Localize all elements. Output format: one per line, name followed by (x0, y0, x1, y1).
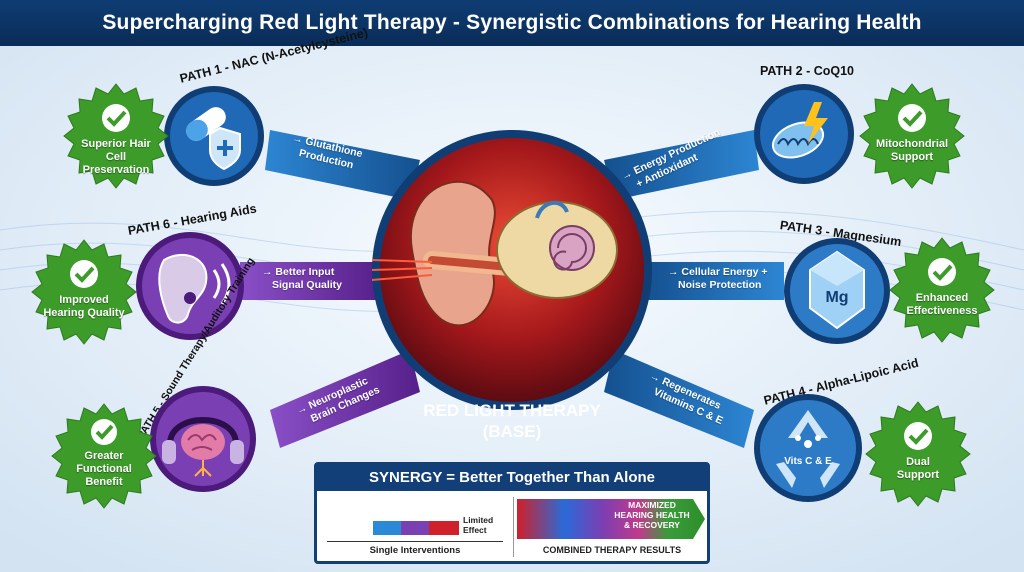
hearing-aid-icon (136, 232, 244, 340)
center-red-light-therapy (372, 130, 652, 410)
ear-anatomy-icon (372, 180, 618, 327)
synergy-panel: SYNERGY = Better Together Than Alone Lim… (314, 462, 710, 564)
single-interventions-label: Single Interventions (369, 545, 461, 556)
path3-connector-text: → Cellular Energy +Noise Protection (668, 266, 768, 291)
brain-headphones-icon (150, 386, 256, 492)
center-label: RED LIGHT THERAPY (BASE) (380, 400, 644, 442)
vits-ce-text: Vits C & E (784, 456, 832, 467)
capsule-shield-icon (164, 86, 264, 186)
check-icon (908, 428, 929, 445)
check-icon (932, 264, 953, 281)
mg-symbol: Mg (825, 289, 848, 306)
check-icon (74, 266, 95, 283)
single-axis (327, 541, 503, 542)
path2-label: PATH 2 - CoQ10 (760, 64, 854, 78)
single-bar-purple (401, 521, 431, 535)
check-icon (95, 424, 114, 440)
synergy-heading: SYNERGY = Better Together Than Alone (317, 465, 707, 491)
divider (513, 497, 514, 557)
single-bar-red (429, 521, 459, 535)
combined-results-label: COMBINED THERAPY RESULTS (542, 545, 682, 555)
header-bar (0, 0, 1024, 46)
page-title: Supercharging Red Light Therapy - Synerg… (102, 11, 922, 34)
check-icon (106, 110, 127, 127)
mitochondria-lightning-icon (754, 84, 854, 184)
check-icon (902, 110, 923, 127)
center-label-line2: (BASE) (482, 422, 542, 441)
center-label-line1: RED LIGHT THERAPY (423, 401, 601, 420)
combined-arrow (517, 499, 705, 539)
magnesium-crystal-icon: Mg (784, 238, 890, 344)
recycle-molecule-icon: Vits C & E (754, 394, 862, 502)
